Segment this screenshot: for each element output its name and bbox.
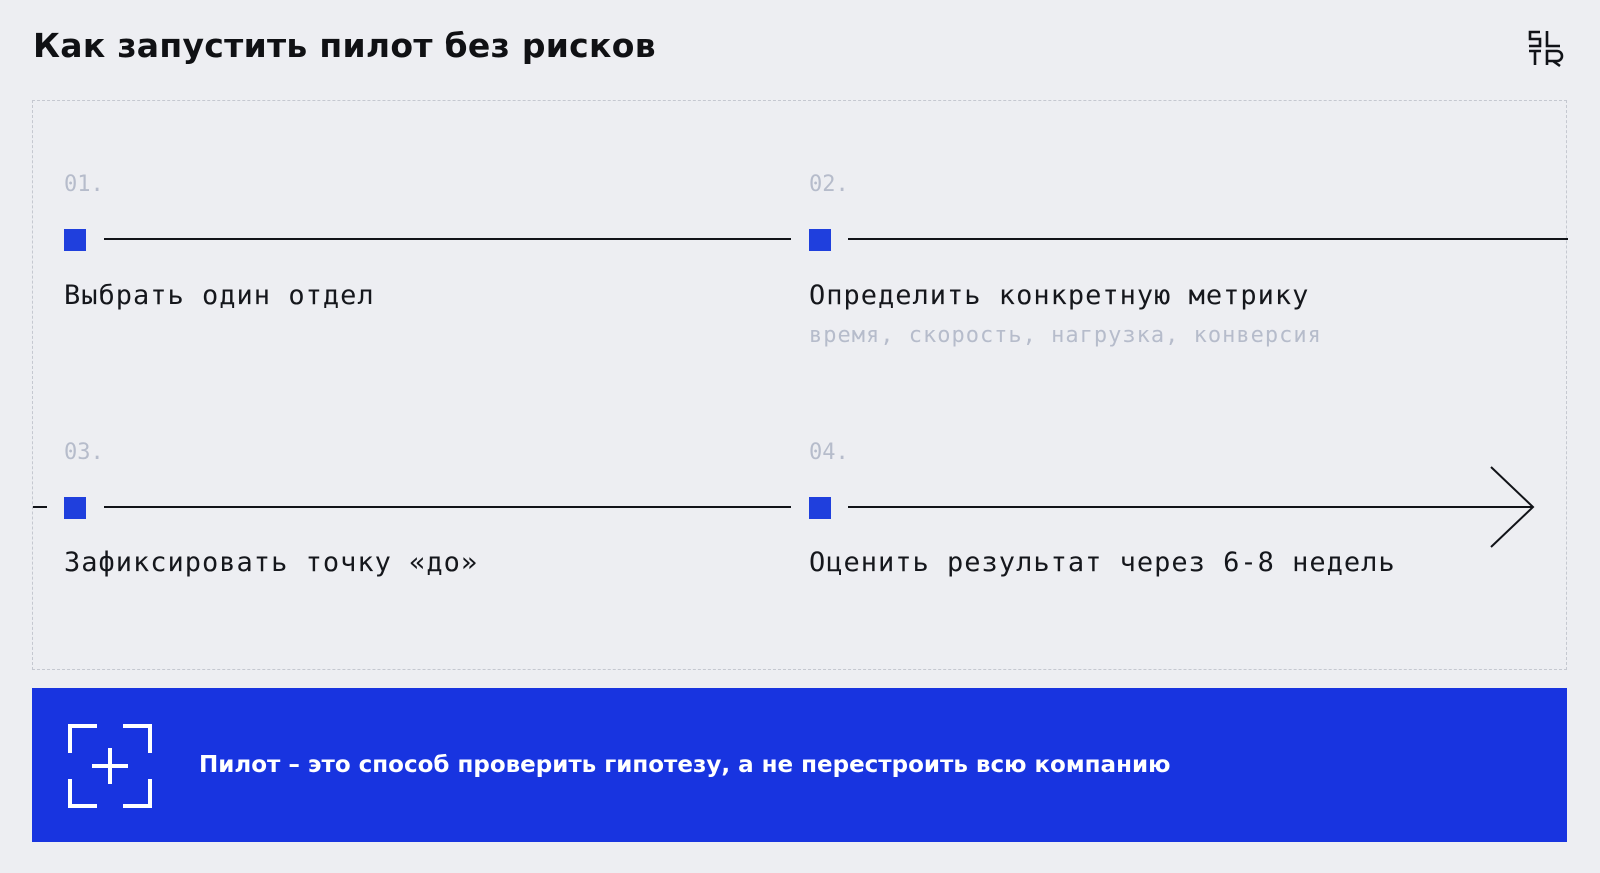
step-number-2: 02. (809, 172, 849, 197)
step-label-3: Зафиксировать точку «до» (64, 547, 479, 578)
step-marker-3 (64, 497, 86, 519)
steps-frame (32, 100, 1567, 670)
step-line-lead (33, 506, 47, 508)
step-line-2 (848, 238, 1568, 240)
slr-logo-icon (1528, 30, 1564, 68)
step-marker-4 (809, 497, 831, 519)
step-number-4: 04. (809, 440, 849, 465)
step-number-1: 01. (64, 172, 104, 197)
step-line-4 (848, 506, 1532, 508)
info-banner: Пилот – это способ проверить гипотезу, а… (32, 688, 1567, 842)
banner-text: Пилот – это способ проверить гипотезу, а… (199, 752, 1171, 778)
page-title: Как запустить пилот без рисков (33, 26, 656, 65)
step-line-3 (104, 506, 791, 508)
step-marker-1 (64, 229, 86, 251)
arrow-right-icon (1490, 466, 1535, 548)
step-note-2: время, скорость, нагрузка, конверсия (809, 323, 1322, 348)
step-number-3: 03. (64, 440, 104, 465)
step-label-2: Определить конкретную метрику (809, 280, 1310, 311)
step-line-1 (104, 238, 791, 240)
step-label-4: Оценить результат через 6-8 недель (809, 547, 1396, 578)
focus-plus-icon (68, 724, 152, 808)
step-label-1: Выбрать один отдел (64, 280, 375, 311)
step-marker-2 (809, 229, 831, 251)
